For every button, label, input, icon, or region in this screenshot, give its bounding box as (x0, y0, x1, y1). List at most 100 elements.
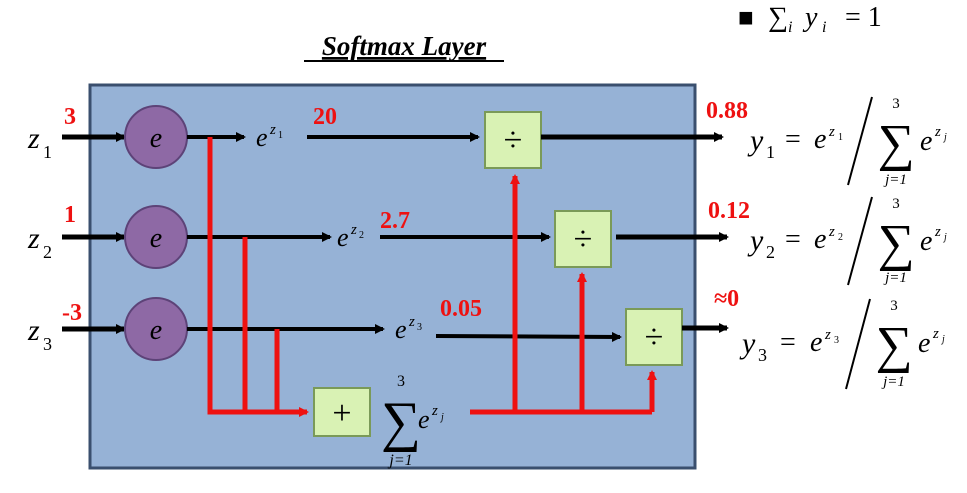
exp-label-1: e z 1 20 (256, 104, 337, 152)
output-value-1: 0.88 (706, 98, 748, 124)
output-value-2: 0.12 (708, 198, 750, 224)
output-value-3: ≈0 (714, 286, 739, 312)
formula-upper: 3 (890, 298, 898, 314)
input-var: z (27, 314, 40, 347)
divide-icon: ÷ (504, 122, 523, 159)
formula-den-sup-var: z (934, 124, 941, 140)
formula-sub: 3 (758, 345, 767, 365)
input-sub: 3 (43, 334, 52, 354)
sum-block-label: 3 ∑ e z j j=1 (381, 373, 444, 469)
softmax-panel (88, 83, 697, 470)
sum-constraint: ■ ∑ i y i = 1 (738, 2, 882, 36)
fraction-slash (845, 298, 871, 390)
bullet-icon: ■ (738, 3, 754, 32)
constraint-var-sub: i (822, 19, 826, 36)
formula-sub: 1 (766, 142, 775, 162)
sum-upper: 3 (397, 373, 405, 390)
formula-lower: j=1 (883, 270, 907, 286)
formula-num-sup-sub: 2 (838, 232, 843, 243)
formula-sum-symbol: ∑ (875, 317, 912, 374)
sum-sup-sub: j (439, 412, 444, 423)
input-sub: 1 (43, 142, 52, 162)
input-var: z (27, 122, 40, 155)
input-value-3: -3 (62, 300, 82, 326)
exp-node-label: e (150, 123, 162, 154)
formula-equals: = (785, 224, 801, 255)
sum-sup-var: z (431, 403, 438, 419)
input-var: z (27, 222, 40, 255)
input-sub: 2 (43, 242, 52, 262)
formula-num-sup-var: z (828, 224, 835, 240)
fraction-slash (847, 196, 873, 286)
formula-equals: = (780, 327, 796, 358)
formula-upper: 3 (892, 196, 900, 212)
divide-node-3: ÷ (625, 308, 683, 366)
output-formula-3: y 3 = e z 3 3 ∑ e z j j=1 (739, 298, 945, 390)
formula-sum-symbol: ∑ (877, 115, 914, 172)
divide-icon: ÷ (574, 221, 593, 258)
formula-den-base: e (920, 226, 932, 257)
input-z1: z 1 3 (27, 104, 76, 162)
exp-base: e (395, 315, 407, 344)
exp-sup-var: z (350, 222, 357, 238)
exp-sup-var: z (408, 314, 415, 330)
formula-upper: 3 (892, 96, 900, 112)
exp-sup-var: z (269, 122, 276, 138)
exp-value-3: 0.05 (440, 296, 482, 322)
formula-num-base: e (810, 327, 822, 358)
exp-label-3: e z 3 0.05 (395, 296, 482, 344)
divide-node-2: ÷ (554, 210, 612, 268)
fraction-slash (847, 96, 873, 186)
formula-num-base: e (814, 224, 826, 255)
sum-symbol: ∑ (381, 391, 421, 453)
formula-var: y (747, 224, 764, 257)
input-value-1: 3 (64, 104, 76, 130)
input-value-2: 1 (64, 202, 76, 228)
output-formula-2: y 2 = e z 2 3 ∑ e z j j=1 (747, 196, 947, 286)
exp-node-label: e (150, 315, 162, 346)
input-z3: z 3 -3 (27, 300, 82, 354)
exp-sup-sub: 3 (417, 322, 422, 333)
constraint-sum-symbol: ∑ (768, 2, 788, 33)
formula-den-base: e (918, 328, 930, 359)
formula-den-sup-sub: j (940, 334, 945, 345)
sum-distribution-paths (470, 174, 657, 415)
formula-den-sup-sub: j (942, 132, 947, 143)
exp-base: e (256, 123, 268, 152)
divide-node-1: ÷ (484, 111, 542, 169)
formula-den-sup-var: z (932, 326, 939, 342)
exp-sup-sub: 1 (278, 130, 283, 141)
sum-base: e (418, 405, 430, 434)
numerator-arrow-3 (435, 331, 622, 342)
divide-icon: ÷ (645, 319, 664, 356)
exp-label-2: e z 2 2.7 (337, 208, 410, 252)
sum-collection-paths (207, 137, 309, 417)
formula-num-sup-sub: 3 (834, 335, 839, 346)
add-node: + (313, 387, 371, 437)
exp-sup-sub: 2 (359, 230, 364, 241)
formula-equals: = (785, 124, 801, 155)
formula-num-sup-sub: 1 (838, 132, 843, 143)
constraint-equals: = 1 (845, 2, 882, 33)
constraint-var: y (802, 2, 818, 33)
exp-value-1: 20 (313, 104, 337, 130)
exp-base: e (337, 223, 349, 252)
formula-den-base: e (920, 126, 932, 157)
diagram-title: Softmax Layer (322, 31, 487, 61)
sum-lower: j=1 (387, 452, 412, 469)
exp-value-2: 2.7 (380, 208, 410, 234)
formula-var: y (747, 124, 764, 157)
formula-sum-symbol: ∑ (877, 215, 914, 272)
formula-num-sup-var: z (824, 327, 831, 343)
exp-node-3: e (124, 297, 188, 361)
plus-icon: + (332, 395, 351, 432)
formula-num-base: e (814, 124, 826, 155)
formula-lower: j=1 (883, 172, 907, 188)
formula-num-sup-var: z (828, 124, 835, 140)
formula-lower: j=1 (881, 374, 905, 390)
constraint-index: i (788, 19, 792, 36)
exp-node-2: e (124, 205, 188, 269)
output-formula-1: y 1 = e z 1 3 ∑ e z j j=1 (747, 96, 947, 188)
formula-den-sup-var: z (934, 224, 941, 240)
